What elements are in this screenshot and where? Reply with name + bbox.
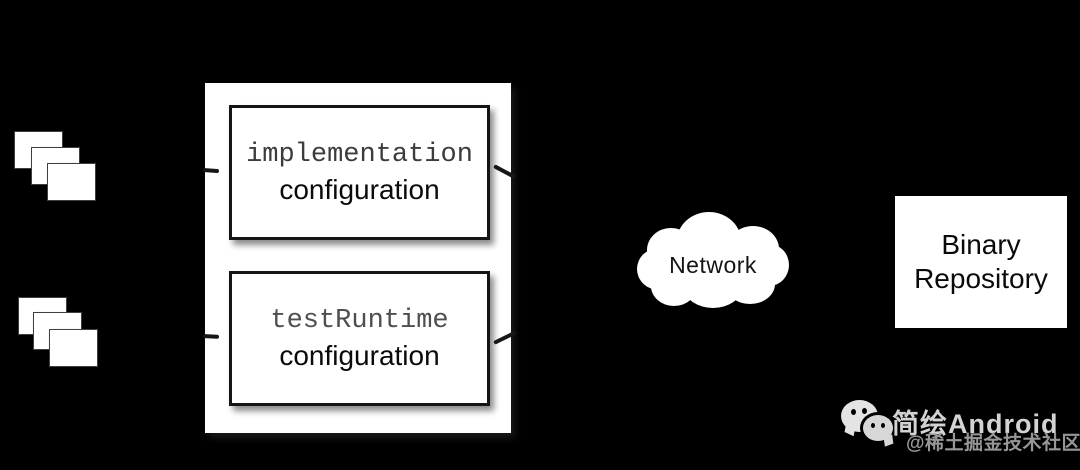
repository-label-line1: Binary bbox=[941, 229, 1021, 260]
watermark-subtitle: @稀土掘金技术社区 bbox=[906, 433, 1080, 454]
network-label: Network bbox=[669, 251, 757, 278]
binary-repository-box: Binary Repository bbox=[895, 196, 1067, 328]
document-card bbox=[47, 163, 96, 201]
bubble-eye bbox=[881, 423, 885, 428]
bubble-eye bbox=[871, 423, 875, 428]
bubble-eye bbox=[862, 408, 867, 414]
configuration-label: configuration bbox=[279, 173, 440, 205]
configuration-label: configuration bbox=[279, 339, 440, 371]
configuration-code-name: implementation bbox=[246, 139, 473, 170]
bubble-eye bbox=[851, 409, 856, 415]
wechat-icon bbox=[840, 398, 894, 448]
testruntime-configuration-box: testRuntime configuration bbox=[229, 271, 490, 406]
implementation-configuration-box: implementation configuration bbox=[229, 105, 490, 240]
document-card bbox=[49, 329, 98, 367]
configuration-code-name: testRuntime bbox=[270, 305, 449, 336]
cloud-puff bbox=[655, 232, 771, 294]
configurations-panel: implementation configuration testRuntime… bbox=[205, 83, 511, 433]
connector-line-left-bottom bbox=[202, 334, 220, 339]
cloud-icon: Network bbox=[637, 212, 789, 308]
watermark-title: 简绘Android bbox=[892, 409, 1059, 439]
repository-label-line2: Repository bbox=[914, 263, 1048, 294]
